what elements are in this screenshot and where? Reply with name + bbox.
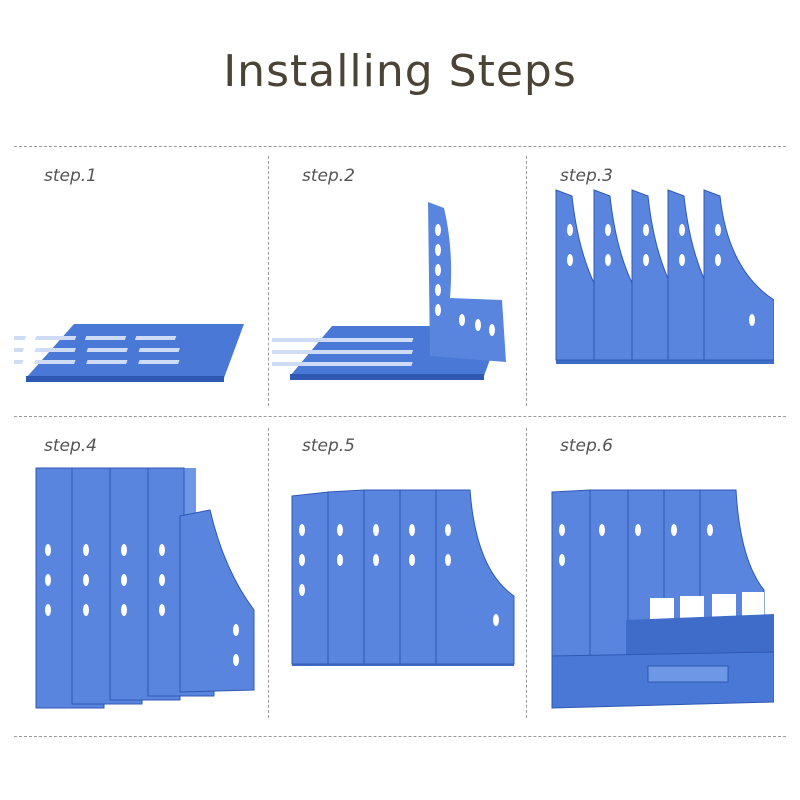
divider-v2 xyxy=(526,156,527,406)
assembled-rack-image xyxy=(291,489,515,666)
step-3-panel: step.3 xyxy=(530,150,774,400)
divider-v1 xyxy=(268,156,269,406)
divider-v3 xyxy=(268,428,269,718)
step-1-panel: step.1 xyxy=(14,150,258,400)
base-tray-image xyxy=(14,324,244,382)
divider-top xyxy=(14,146,786,147)
step-4-label: step.4 xyxy=(44,436,97,456)
step-1-label: step.1 xyxy=(44,166,97,186)
step-2-label: step.2 xyxy=(302,166,355,186)
rack-with-drawer-image xyxy=(551,489,774,709)
step-3-label: step.3 xyxy=(560,166,613,186)
step-2-panel: step.2 xyxy=(272,150,516,400)
step-5-label: step.5 xyxy=(302,436,355,456)
page-title: Installing Steps xyxy=(223,46,577,97)
step-6-label: step.6 xyxy=(560,436,613,456)
divider-v4 xyxy=(526,428,527,718)
divider-middle xyxy=(14,416,786,417)
base-with-divider-image xyxy=(272,202,506,380)
divider-bottom xyxy=(14,736,786,737)
step-4-panel: step.4 xyxy=(14,420,258,720)
dividers-installed-image xyxy=(555,189,774,364)
step-5-panel: step.5 xyxy=(272,420,516,720)
back-panels-image xyxy=(35,467,255,709)
step-6-panel: step.6 xyxy=(530,420,774,720)
